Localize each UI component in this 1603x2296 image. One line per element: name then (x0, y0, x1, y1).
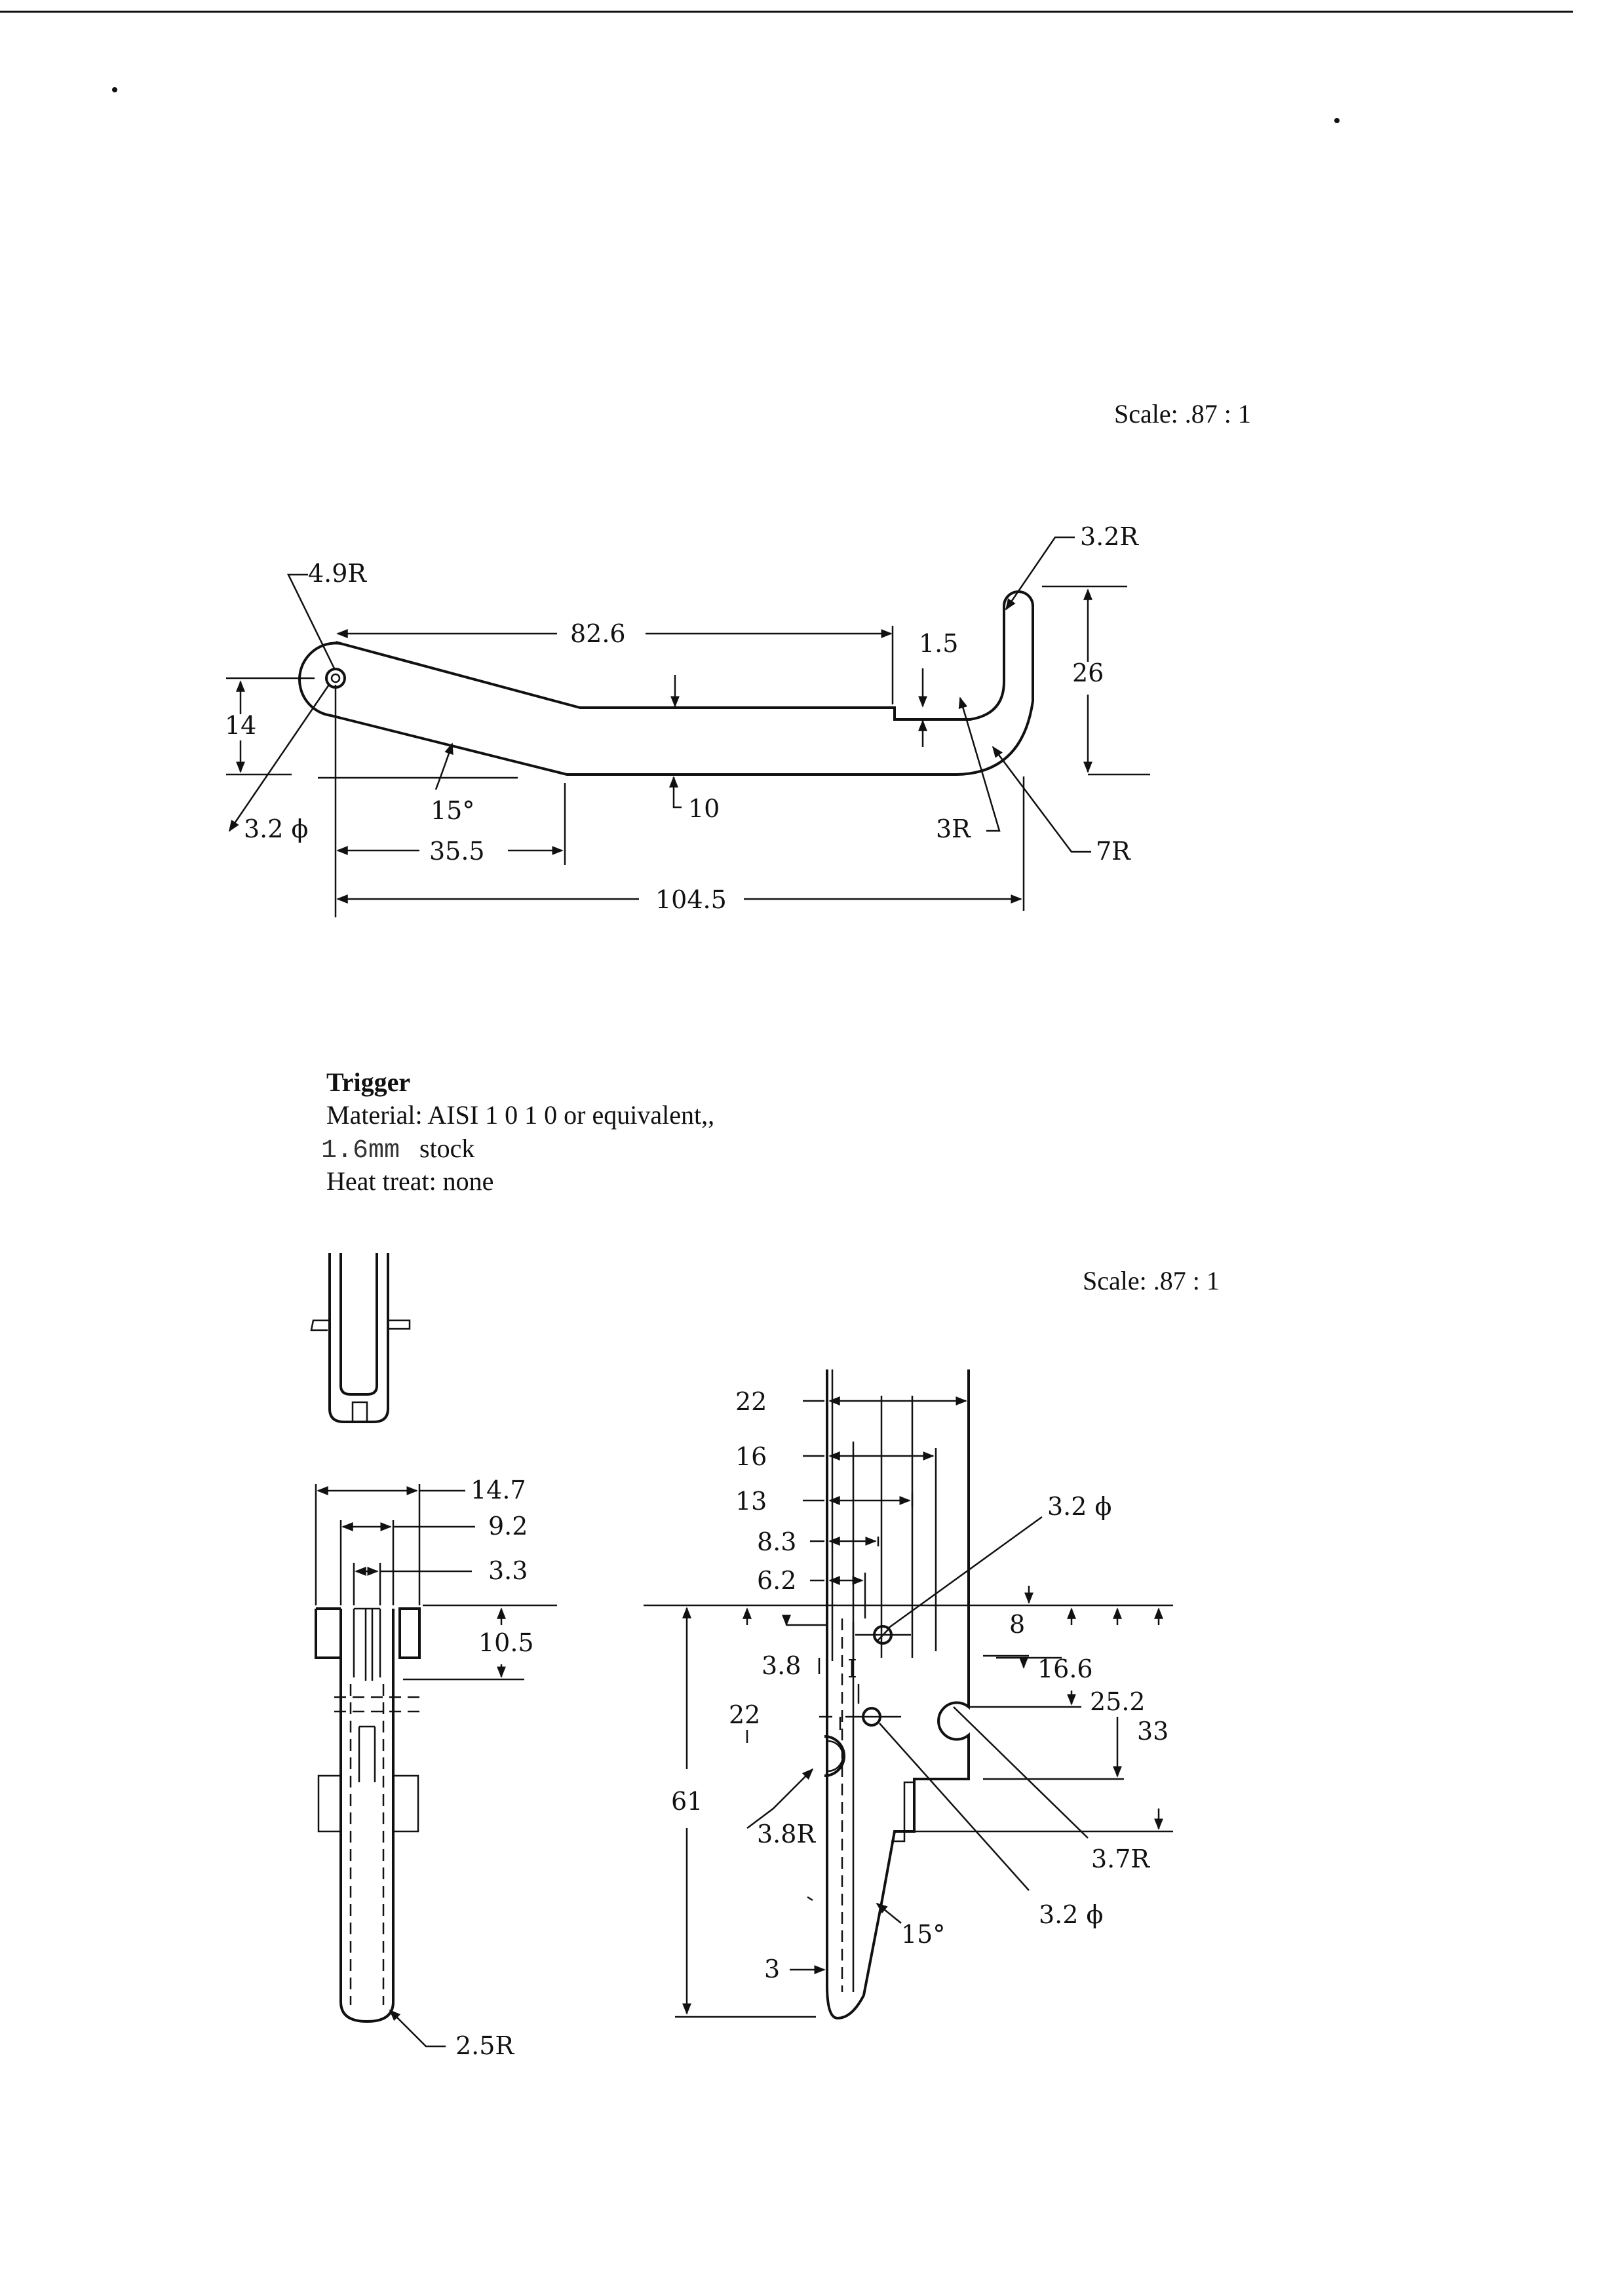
dim-v22: 22 (729, 1700, 760, 1729)
speck-mark (112, 87, 117, 92)
dim-angle-front: 15° (901, 1920, 945, 1949)
part-stock-word: stock (419, 1134, 474, 1163)
dim-r-hook: 3.2R (1080, 522, 1139, 551)
dim-v3-8: 3.8 (762, 1651, 801, 1680)
leader-r-hook (1005, 536, 1075, 611)
dim-line-thick-b (669, 776, 682, 809)
dim-w-inner: 3.3 (488, 1556, 528, 1585)
dim-r-inner: 3R (936, 814, 971, 843)
dim-step: 1.5 (919, 629, 958, 658)
dim-r-tip: 2.5R (455, 2031, 514, 2060)
part-material: Material: AISI 1 0 1 0 or equivalent,, (326, 1100, 714, 1130)
dim-hole-top: 3.2 ϕ (244, 814, 308, 843)
leader-hole-top (887, 1516, 1043, 1630)
scale-label-top: Scale: .87 : 1 (1114, 399, 1251, 429)
scale-label-bottom: Scale: .87 : 1 (1083, 1266, 1220, 1295)
trigger-front-view: 22 16 13 8.3 6.2 3.2 ϕ 8 3.8 I (644, 1369, 1173, 2020)
dim-arc-angle (435, 742, 454, 790)
dim-height: 14 (225, 711, 256, 740)
trigger-end-view (310, 1253, 411, 1423)
dim-angle-top: 15° (431, 796, 474, 825)
dim-r-outer: 7R (1096, 837, 1131, 866)
dim-len-taper: 35.5 (429, 837, 485, 866)
dim-arc-angle-front (876, 1902, 902, 1924)
trigger-side-view: 14.7 9.2 3.3 10.5 2.5R (315, 1476, 557, 2060)
dim-v33: 33 (1137, 1717, 1168, 1746)
dim-hook-height: 26 (1072, 659, 1104, 687)
part-notes: Trigger Material: AISI 1 0 1 0 or equiva… (321, 1067, 714, 1196)
part-heat-treat: Heat treat: none (326, 1166, 493, 1196)
dim-v61: 61 (671, 1787, 703, 1816)
dim-h16: 16 (735, 1442, 767, 1471)
dim-len-top: 82.6 (570, 619, 626, 648)
dim-hole-top-front: 3.2 ϕ (1047, 1492, 1111, 1521)
dim-r3-7: 3.7R (1091, 1845, 1150, 1873)
dim-h6-2: 6.2 (757, 1566, 796, 1595)
dim-hole-bottom-front: 3.2 ϕ (1039, 1900, 1103, 1929)
dim-v3: 3 (764, 1955, 780, 1983)
dim-r3-8: 3.8R (757, 1820, 816, 1848)
dim-w-outer: 14.7 (471, 1476, 526, 1504)
dim-len-overall: 104.5 (655, 885, 727, 914)
dim-v16-6: 16.6 (1037, 1655, 1093, 1683)
leader-hole-bottom (879, 1723, 1030, 1891)
dim-v25-2: 25.2 (1090, 1687, 1146, 1716)
dim-thickness: 10 (688, 794, 720, 823)
dim-v8: 8 (1009, 1610, 1025, 1639)
leader-r3-8 (746, 1768, 814, 1829)
leader-r3-7 (953, 1706, 1089, 1839)
view-mark: I (847, 1655, 857, 1683)
dim-h13: 13 (735, 1487, 767, 1516)
dim-h8-3: 8.3 (757, 1527, 796, 1556)
dim-tab-height: 10.5 (478, 1628, 534, 1657)
trigger-top-view: 4.9R 3.2 ϕ 82.6 1.5 3.2R 26 14 15° (225, 522, 1150, 917)
tick-mark (807, 1896, 813, 1902)
leader-r-end (286, 573, 336, 669)
part-name: Trigger (326, 1067, 410, 1097)
leader-hole (228, 684, 330, 832)
leader-r-tip (389, 2009, 446, 2048)
dim-w-mid: 9.2 (488, 1512, 528, 1540)
dim-h22: 22 (735, 1387, 767, 1416)
dim-r-end: 4.9R (308, 559, 367, 588)
leader-r-inner (958, 697, 1001, 832)
leader-r-outer (992, 746, 1091, 853)
part-stock-value: 1.6mm (321, 1136, 400, 1166)
speck-mark (1334, 118, 1340, 123)
